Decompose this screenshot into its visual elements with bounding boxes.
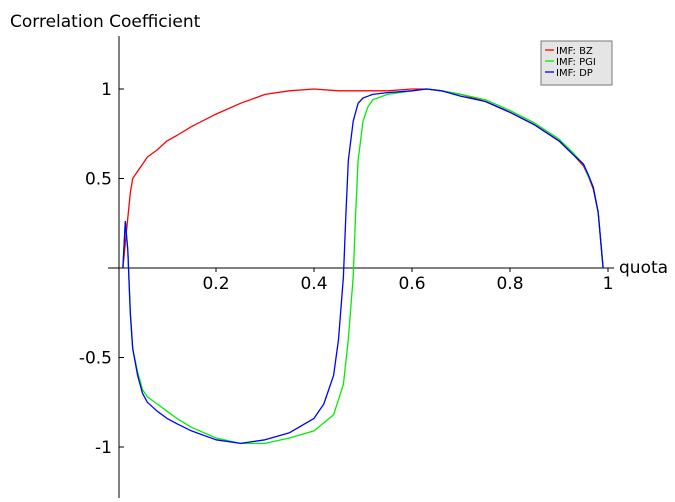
legend: IMF: BZ IMF: PGI IMF: DP <box>540 40 613 86</box>
series-layer <box>122 88 604 445</box>
series-line-bz <box>122 88 604 269</box>
legend-label-bz: IMF: BZ <box>556 46 593 57</box>
series-line-dp <box>122 88 604 445</box>
y-tick-label: 0.5 <box>85 170 112 190</box>
series-line-pgi <box>122 88 604 445</box>
legend-label-pgi: IMF: PGI <box>556 57 596 68</box>
y-axis-title: Correlation Coefficient <box>10 12 201 32</box>
x-axis-title: quota <box>619 258 668 278</box>
y-ticks: -1 -0.5 0.5 1 <box>79 80 124 458</box>
x-ticks: 0.2 0.4 0.6 0.8 1 <box>202 268 613 294</box>
legend-box <box>540 40 613 86</box>
y-tick-label: -0.5 <box>79 349 112 369</box>
y-tick-label: 1 <box>101 80 112 100</box>
y-tick-label: -1 <box>95 438 112 458</box>
x-tick-label: 1 <box>603 274 614 294</box>
x-tick-label: 0.2 <box>202 274 229 294</box>
legend-label-dp: IMF: DP <box>556 68 593 79</box>
x-tick-label: 0.6 <box>398 274 425 294</box>
x-tick-label: 0.8 <box>496 274 523 294</box>
x-tick-label: 0.4 <box>300 274 327 294</box>
